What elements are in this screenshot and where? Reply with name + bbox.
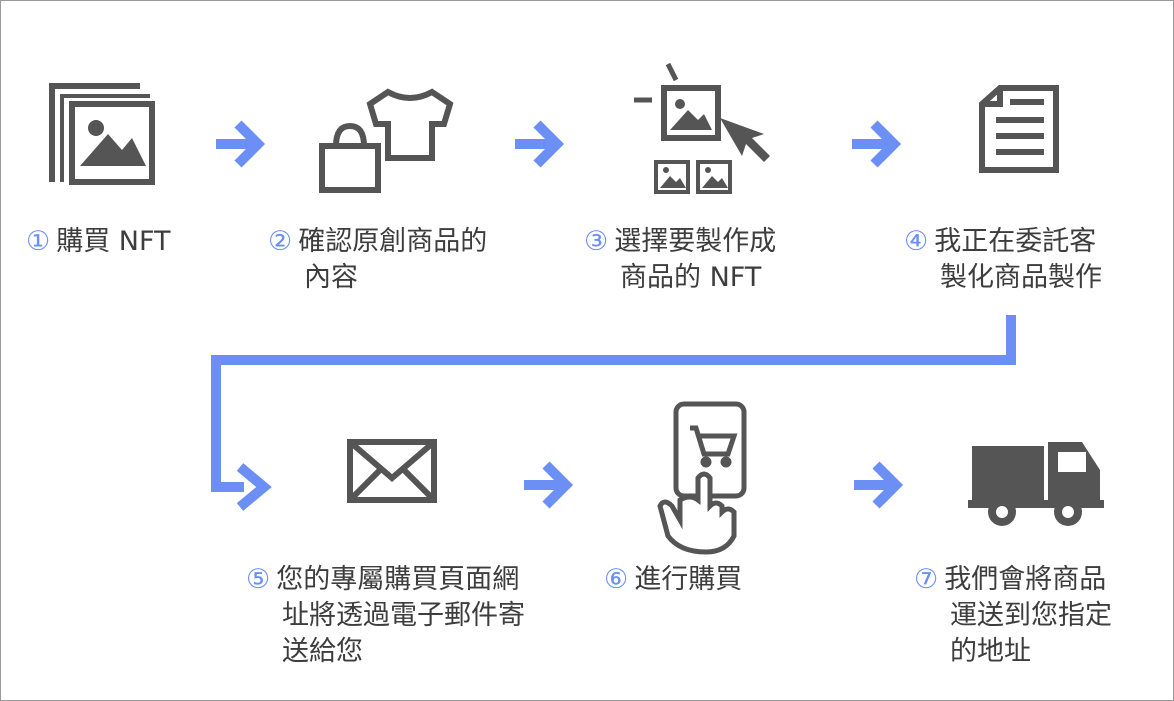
step-text: 確認原創商品的 — [298, 226, 488, 257]
arrow-icon — [515, 120, 565, 168]
arrow-icon — [216, 120, 266, 168]
arrow-icon — [524, 461, 574, 509]
step-text: 內容 — [304, 262, 358, 293]
step-number: ⑥ — [604, 564, 629, 595]
step-number: ① — [26, 226, 51, 257]
step-number: ② — [268, 226, 293, 257]
step-number: ⑦ — [914, 564, 939, 595]
connector-line — [211, 315, 1016, 492]
step-number: ④ — [904, 226, 929, 257]
nft-images-icon — [49, 83, 155, 185]
step-text: 購買 NFT — [56, 226, 171, 257]
step-text: 的地址 — [950, 636, 1031, 667]
step-text: 商品的 NFT — [620, 262, 762, 293]
step-number: ③ — [584, 226, 609, 257]
step-text: 進行購買 — [634, 564, 743, 595]
arrow-icon — [852, 120, 902, 168]
delivery-truck-icon — [968, 442, 1104, 526]
select-image-cursor-icon — [634, 62, 770, 194]
step-text: 我正在委託客 — [934, 226, 1097, 257]
document-icon — [979, 85, 1059, 173]
step-text: 製化商品製作 — [940, 262, 1102, 293]
envelope-icon — [347, 439, 437, 503]
step-text: 選擇要製作成 — [614, 226, 777, 257]
step-text: 址將透過電子郵件寄 — [282, 600, 525, 631]
step-text: 我們會將商品 — [944, 564, 1107, 595]
step-text: 送給您 — [282, 636, 363, 667]
step-number: ⑤ — [246, 564, 271, 595]
step-text: 您的專屬購買頁面網 — [276, 564, 520, 595]
connector-arrowhead — [236, 463, 272, 511]
shopping-bag-shirt-icon — [319, 88, 454, 193]
arrow-icon — [854, 461, 904, 509]
step-text: 運送到您指定 — [950, 600, 1112, 631]
phone-cart-tap-icon — [657, 401, 747, 555]
